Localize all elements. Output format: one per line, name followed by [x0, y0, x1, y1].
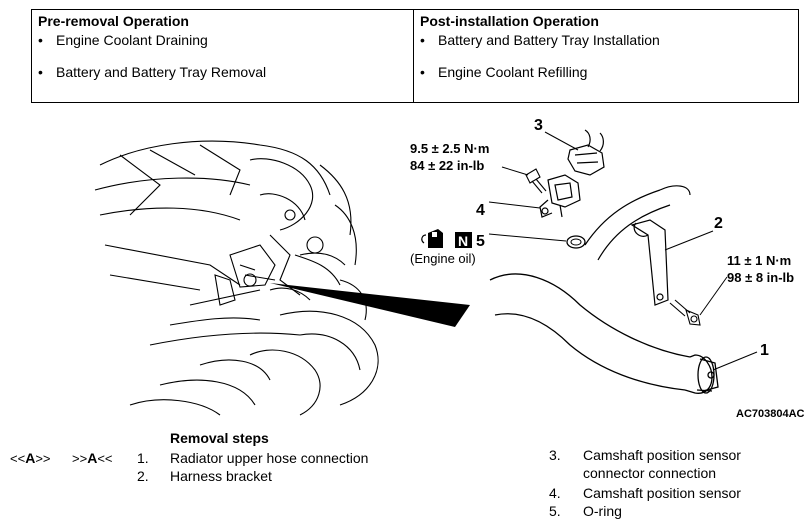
post-installation-item: •Battery and Battery Tray Installation: [420, 32, 660, 48]
callout-1: 1: [760, 342, 769, 359]
step-text: Camshaft position sensor: [583, 447, 741, 463]
post-installation-title: Post-installation Operation: [420, 13, 599, 29]
step-text: O-ring: [583, 503, 622, 519]
step-number: 2.: [137, 468, 149, 484]
bullet-icon: •: [420, 64, 425, 80]
bracket-torque-imperial: 98 ± 8 in-lb: [727, 270, 794, 285]
step-text: Camshaft position sensor: [583, 485, 741, 501]
harness-bracket: [584, 185, 691, 306]
o-ring: [566, 235, 586, 249]
pre-removal-title: Pre-removal Operation: [38, 13, 189, 29]
exploded-diagram: 3 4 5 2 1 9.5 ± 2.5 N·m 84 ± 22 in-lb 11…: [94, 117, 805, 420]
pre-removal-item: •Battery and Battery Tray Removal: [38, 64, 267, 80]
removal-reference-marker: <<A>>: [10, 450, 51, 466]
removal-steps-title: Removal steps: [170, 430, 269, 446]
pre-removal-item: •Engine Coolant Draining: [38, 32, 208, 48]
pre-removal-column: Pre-removal Operation •Engine Coolant Dr…: [32, 10, 414, 102]
step-number: 3.: [549, 447, 561, 463]
bullet-icon: •: [38, 64, 43, 80]
step-text: Radiator upper hose connection: [170, 450, 369, 466]
callout-5: 5: [476, 233, 485, 250]
step-number: 1.: [137, 450, 149, 466]
magnify-pointer: [270, 283, 470, 327]
step-text-continuation: connector connection: [583, 465, 717, 481]
bullet-icon: •: [38, 32, 43, 48]
callout-2: 2: [714, 215, 723, 232]
post-installation-item: •Engine Coolant Refilling: [420, 64, 588, 80]
bullet-icon: •: [420, 32, 425, 48]
bracket-torque-metric: 11 ± 1 N·m: [727, 253, 791, 268]
operations-table: Pre-removal Operation •Engine Coolant Dr…: [31, 9, 799, 103]
sensor-connector: [567, 129, 605, 176]
figure-code: AC703804AC: [736, 408, 805, 420]
step-text: Harness bracket: [170, 468, 272, 484]
step-number: 5.: [549, 503, 561, 519]
sensor-torque-metric: 9.5 ± 2.5 N·m: [410, 141, 489, 156]
engine-illustration: [94, 140, 379, 416]
leader-lines: [488, 131, 758, 371]
engine-oil-note: (Engine oil): [410, 251, 476, 266]
oil-can-icon: [421, 229, 443, 248]
sensor-torque-imperial: 84 ± 22 in-lb: [410, 158, 484, 173]
callout-3: 3: [534, 117, 543, 134]
camshaft-sensor: [539, 174, 581, 218]
bracket-bolt: [669, 299, 701, 326]
step-number: 4.: [549, 485, 561, 501]
installation-reference-marker: >>A<<: [72, 450, 113, 466]
o-ring-inner: [570, 238, 582, 246]
sensor-bolt: [525, 168, 547, 194]
radiator-hose: [489, 273, 719, 394]
n-symbol-label: N: [458, 233, 468, 249]
post-installation-column: Post-installation Operation •Battery and…: [414, 10, 798, 102]
callout-4: 4: [476, 202, 485, 219]
n-symbol-icon: N: [455, 232, 472, 249]
